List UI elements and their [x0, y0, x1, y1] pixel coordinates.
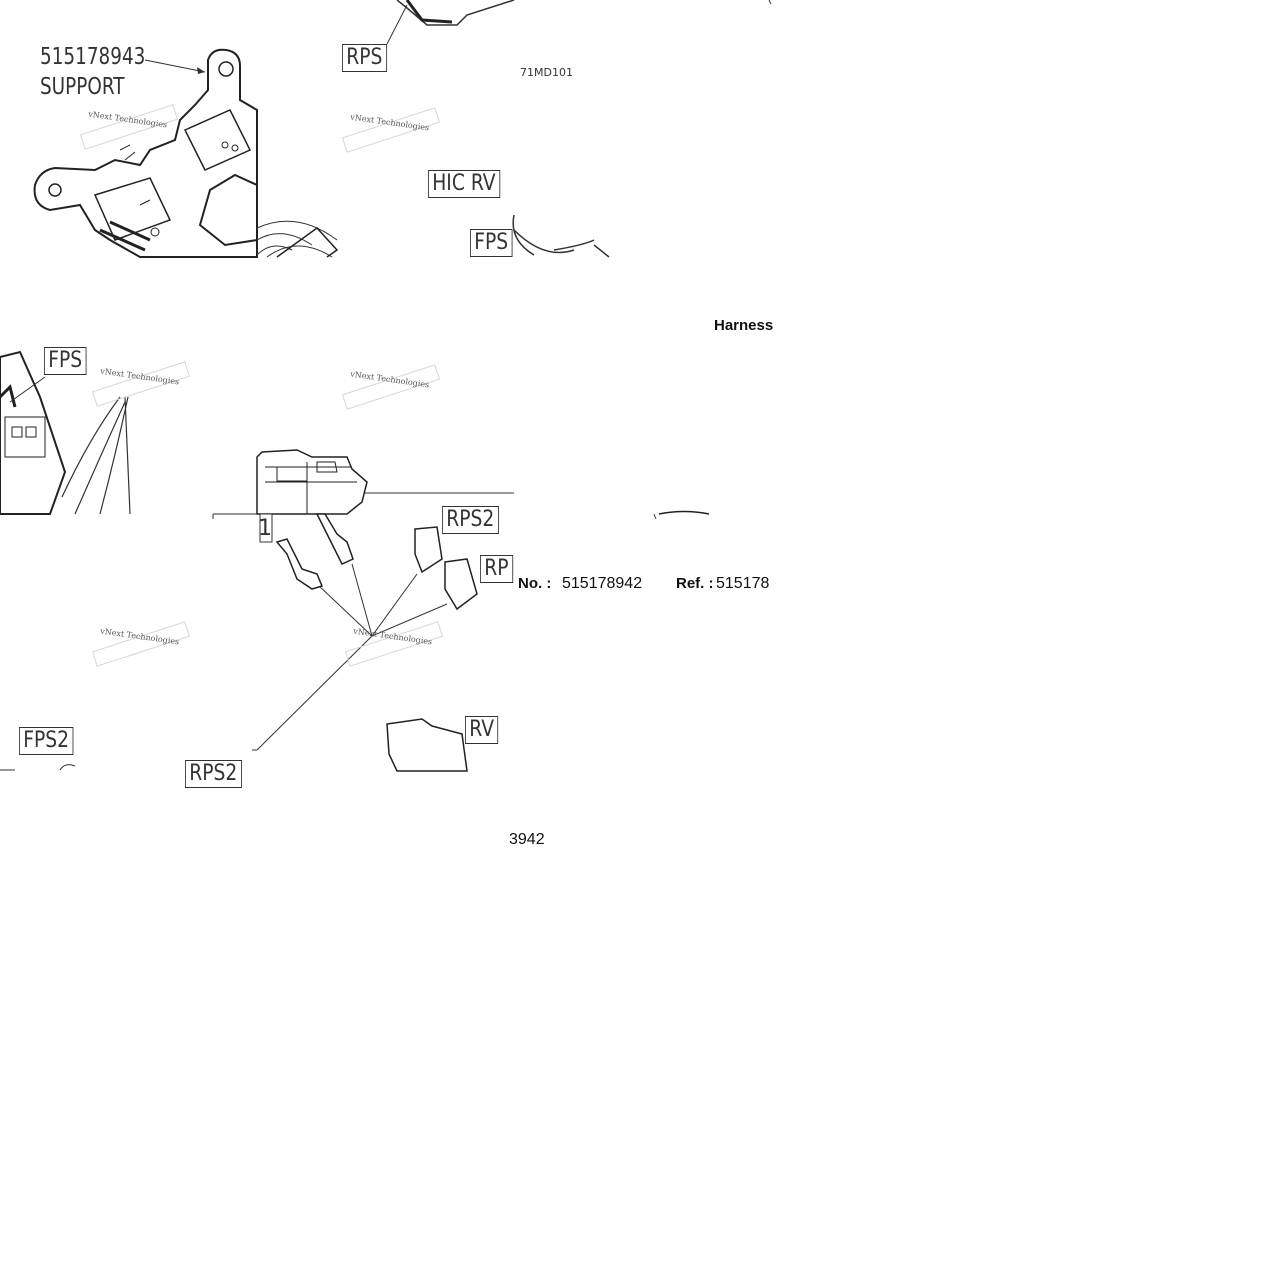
- label-one-partial: 1: [258, 516, 272, 541]
- label-rv: RV: [465, 716, 499, 744]
- label-fps2: FPS2: [19, 727, 74, 755]
- label-fps-top: FPS: [470, 229, 513, 257]
- watermark: vNext Technologies: [91, 361, 192, 407]
- label-rps2: RPS2: [442, 506, 499, 534]
- label-hic-rv: HIC RV: [428, 170, 500, 198]
- drawing-code: 71MD101: [520, 66, 573, 79]
- tile-left-watermark: vNext Technologies FPS2 RPS2: [0, 513, 257, 788]
- tile-terminals: RPS2 RP RV 1 vNext Technologies: [252, 506, 514, 772]
- label-rps2-bottom: RPS2: [185, 760, 242, 788]
- no-value: 515178942: [562, 575, 643, 592]
- terminals-drawing: [252, 513, 478, 772]
- code-tile-drawing: [512, 0, 772, 258]
- no-label: No. :: [518, 575, 552, 592]
- ref-label: Ref. :: [676, 575, 714, 592]
- tile-support-bracket: 515178943 SUPPORT vNext Technologies: [0, 0, 258, 258]
- tile-rps-hic: RPS HIC RV FPS vNext Technologies: [256, 0, 515, 258]
- label-rps: RPS: [342, 44, 387, 72]
- tile-curve: [514, 257, 771, 520]
- fragment-number: 3942: [509, 831, 545, 848]
- watermark: vNext Technologies: [341, 364, 442, 410]
- label-rp: RP: [480, 555, 513, 583]
- tile-main-connector: vNext Technologies: [256, 257, 514, 515]
- support-part-number: 515178943: [40, 44, 146, 70]
- fps-left-drawing: [0, 350, 131, 515]
- tile-fps-left: FPS vNext Technologies: [0, 257, 257, 515]
- header-title: Harness: [714, 317, 774, 334]
- watermark: vNext Technologies: [79, 104, 180, 150]
- watermark: vNext Technologies: [341, 107, 442, 153]
- label-fps-left: FPS: [44, 347, 87, 375]
- curve-drawing: [653, 510, 710, 520]
- left-lower-drawing: [212, 513, 257, 519]
- ref-value: 515178: [716, 575, 770, 592]
- watermark: vNext Technologies: [344, 621, 445, 667]
- support-part-name: SUPPORT: [40, 74, 125, 100]
- tile-code: 71MD101: [512, 0, 772, 258]
- left-lower-lines: [0, 764, 76, 771]
- rps-hic-drawing: [256, 0, 515, 258]
